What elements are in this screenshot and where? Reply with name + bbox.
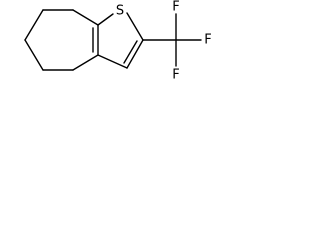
sulfur-atom-label: S [116, 4, 124, 19]
bond-c2-c3-outer [126, 39, 144, 69]
bond-c7a-s [97, 13, 114, 26]
fluorine-right-label: F [204, 33, 211, 48]
trifluoromethyl-group [142, 13, 202, 67]
bond-c5-c4 [24, 39, 44, 71]
fluorine-bottom-label: F [172, 68, 179, 83]
fluorine-top-label: F [172, 0, 179, 15]
bond-c3-c3a [97, 54, 128, 69]
structure-diagram: S F F F [24, 0, 212, 83]
bond-s-c2 [126, 12, 144, 41]
bond-c2-c3-inner [123, 40, 138, 64]
thiophene-ring [92, 12, 144, 69]
cyclohexane-ring [24, 9, 99, 71]
bond-c3a-c4b [72, 54, 99, 71]
bond-c7a-c7 [72, 9, 99, 26]
bond-c6-c5 [24, 9, 44, 41]
